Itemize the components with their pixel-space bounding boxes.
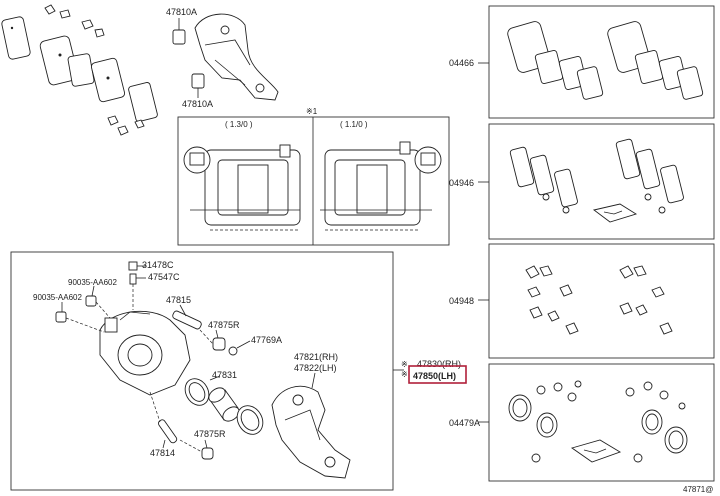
bleeder-cap (128, 261, 138, 271)
caliper-bracket-group: 47810A 47810A (166, 7, 279, 109)
pad-shim (67, 53, 95, 87)
assembly-variant-inset: ※1 ( 1.3/0 ) ( 1.1/0 ) (177, 107, 450, 246)
pad-clip (81, 19, 94, 30)
label-90035-lower: 90035-AA602 (33, 293, 82, 302)
bleeder-plug (129, 273, 137, 285)
brake-pad-outer (90, 57, 126, 103)
bolt-90035-lower (55, 311, 67, 323)
diagram-reference-code: 47871@ (683, 485, 713, 494)
label-04466[interactable]: 04466 (449, 58, 474, 68)
pin-boot-47875r-upper (212, 337, 226, 351)
inset-reference: ※1 (306, 107, 318, 116)
label-47821-rh: 47821(RH) (294, 352, 338, 362)
label-31478c: 31478C (142, 260, 174, 270)
slide-pin-47814 (157, 419, 178, 444)
label-47547c: 47547C (148, 272, 180, 282)
bolt-47810a-top (172, 29, 186, 45)
pad-backing-plate (1, 16, 31, 60)
caliper-variant-right (320, 141, 442, 231)
bolt-90035-upper (85, 295, 97, 307)
shim-set-04946 (509, 146, 535, 188)
kit-04948-frame (488, 243, 715, 359)
label-04479a[interactable]: 04479A (449, 418, 480, 428)
label-47830-rh: 47830(RH) (417, 359, 461, 369)
bolt-47810a-bottom (191, 73, 205, 89)
label-90035-upper: 90035-AA602 (68, 278, 117, 287)
label-47875r-upper: 47875R (208, 320, 240, 330)
caliper-assembly-callout: ※ ※ 47830(RH) 47850(LH) (393, 359, 467, 384)
caliper-mounting-bracket (194, 13, 279, 101)
kit-04948-panel: 04948 (449, 243, 715, 359)
grease-packet (592, 203, 638, 223)
kit-04479a-panel: 04479A (449, 363, 715, 482)
inset-left-caption: ( 1.3/0 ) (225, 120, 253, 129)
label-47815: 47815 (166, 295, 191, 305)
label-47822-lh: 47822(LH) (294, 363, 337, 373)
caliper-bracket-47821 (271, 385, 351, 479)
inset-right-caption: ( 1.1/0 ) (340, 120, 368, 129)
pad-clip (117, 125, 129, 136)
svg-text:※: ※ (401, 360, 408, 369)
inset-frame (177, 116, 450, 246)
caliper-variant-left (183, 144, 301, 231)
svg-text:※: ※ (401, 370, 408, 379)
pad-clip (107, 115, 119, 126)
brake-pads-exploded-group (1, 4, 158, 136)
kit-04946-frame (488, 123, 715, 240)
label-47875r-lower: 47875R (194, 429, 226, 439)
caliper-assembly-panel: 31478C 47547C 90035-AA602 90035-AA602 47… (10, 251, 394, 491)
label-47814: 47814 (150, 448, 175, 458)
pad-clip (134, 119, 145, 129)
kit-04466-frame (488, 5, 715, 119)
label-04948[interactable]: 04948 (449, 296, 474, 306)
label-47810a-top: 47810A (166, 7, 197, 17)
pad-clip-set-04948 (525, 265, 673, 335)
pad-clip (94, 28, 105, 38)
kit-04466-panel: 04466 (449, 5, 715, 119)
pad-clip (44, 4, 56, 15)
label-04946[interactable]: 04946 (449, 178, 474, 188)
label-47810a-bottom: 47810A (182, 99, 213, 109)
label-47850-lh[interactable]: 47850(LH) (413, 371, 456, 381)
bushing-47769a (228, 346, 238, 356)
highlight-frame-47850 (408, 365, 467, 384)
label-47769a: 47769A (251, 335, 282, 345)
pad-clip (59, 9, 71, 19)
kit-04946-panel: 04946 (449, 123, 715, 240)
caliper-assembly-frame (10, 251, 394, 491)
pin-boot-47875r-lower (201, 447, 214, 460)
seal-kit-04479a (508, 380, 688, 463)
slide-pin-47815 (172, 310, 202, 330)
kit-04479a-frame (488, 363, 715, 482)
label-47831: 47831 (212, 370, 237, 380)
pad-anti-squeal-shim (128, 82, 158, 122)
